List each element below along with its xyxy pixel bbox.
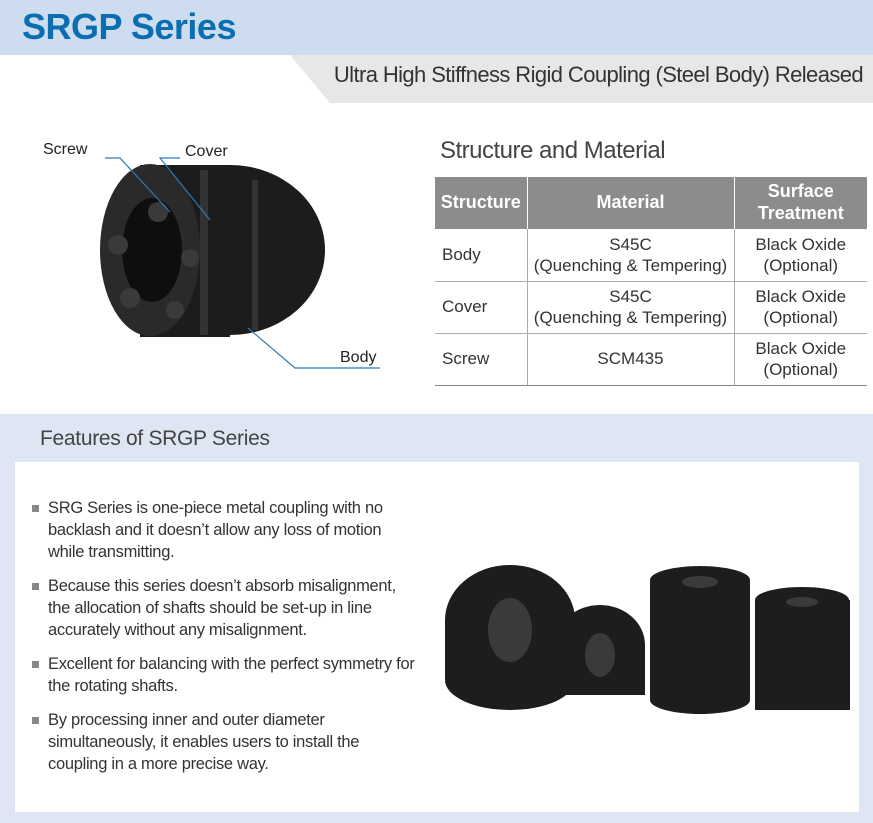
feature-item: Because this series doesn’t absorb misal… (32, 575, 417, 641)
cell-surface: Black Oxide(Optional) (733, 229, 867, 282)
surface-note: (Optional) (763, 255, 839, 275)
surface: Black Oxide (755, 286, 847, 306)
surface: Black Oxide (755, 234, 847, 254)
cell-material: S45C(Quenching & Tempering) (526, 229, 734, 282)
cell-structure: Screw (435, 333, 527, 386)
material: SCM435 (597, 349, 664, 369)
feature-item: SRG Series is one-piece metal coupling w… (32, 497, 417, 563)
surface-note: (Optional) (763, 308, 839, 327)
cell-structure: Cover (435, 281, 527, 334)
label-screw: Screw (43, 141, 88, 158)
material: S45C (609, 234, 652, 254)
header-surface: Surface Treatment (733, 177, 867, 229)
material-note: (Quenching & Tempering) (533, 308, 728, 327)
material: S45C (609, 286, 652, 306)
feature-item: Excellent for balancing with the perfect… (32, 653, 417, 697)
table-row: Body S45C(Quenching & Tempering) Black O… (435, 229, 867, 282)
cell-surface: Black Oxide (Optional) (733, 281, 867, 334)
table-header-row: Structure Material Surface Treatment (435, 177, 867, 229)
page-title: SRGP Series (22, 6, 236, 47)
surface: Black Oxide (755, 338, 847, 358)
table-row: Cover S45C (Quenching & Tempering) Black … (435, 281, 867, 334)
surface-note: (Optional) (763, 360, 839, 379)
cell-material: SCM435 (526, 333, 734, 386)
structure-title: Structure and Material (440, 137, 666, 164)
subtitle-band (290, 55, 873, 103)
material-note: (Quenching & Tempering) (533, 255, 728, 275)
title-band (0, 0, 873, 55)
page-subtitle: Ultra High Stiffness Rigid Coupling (Ste… (333, 62, 864, 87)
coupling-products-image (445, 565, 850, 714)
label-cover: Cover (185, 143, 228, 160)
header-structure: Structure (435, 177, 527, 229)
features-list: SRG Series is one-piece metal coupling w… (32, 497, 417, 787)
cell-material: S45C (Quenching & Tempering) (526, 281, 734, 334)
table-row: Screw SCM435 Black Oxide (Optional) (435, 333, 867, 386)
feature-item: By processing inner and outer diameter s… (32, 709, 417, 775)
header-material: Material (526, 177, 734, 229)
features-title: Features of SRGP Series (40, 427, 270, 450)
cell-surface: Black Oxide (Optional) (733, 333, 867, 386)
coupling-diagram-image (100, 157, 380, 369)
cell-structure: Body (435, 229, 527, 282)
structure-table: Structure Material Surface Treatment Bod… (435, 177, 867, 386)
label-body: Body (340, 349, 377, 366)
